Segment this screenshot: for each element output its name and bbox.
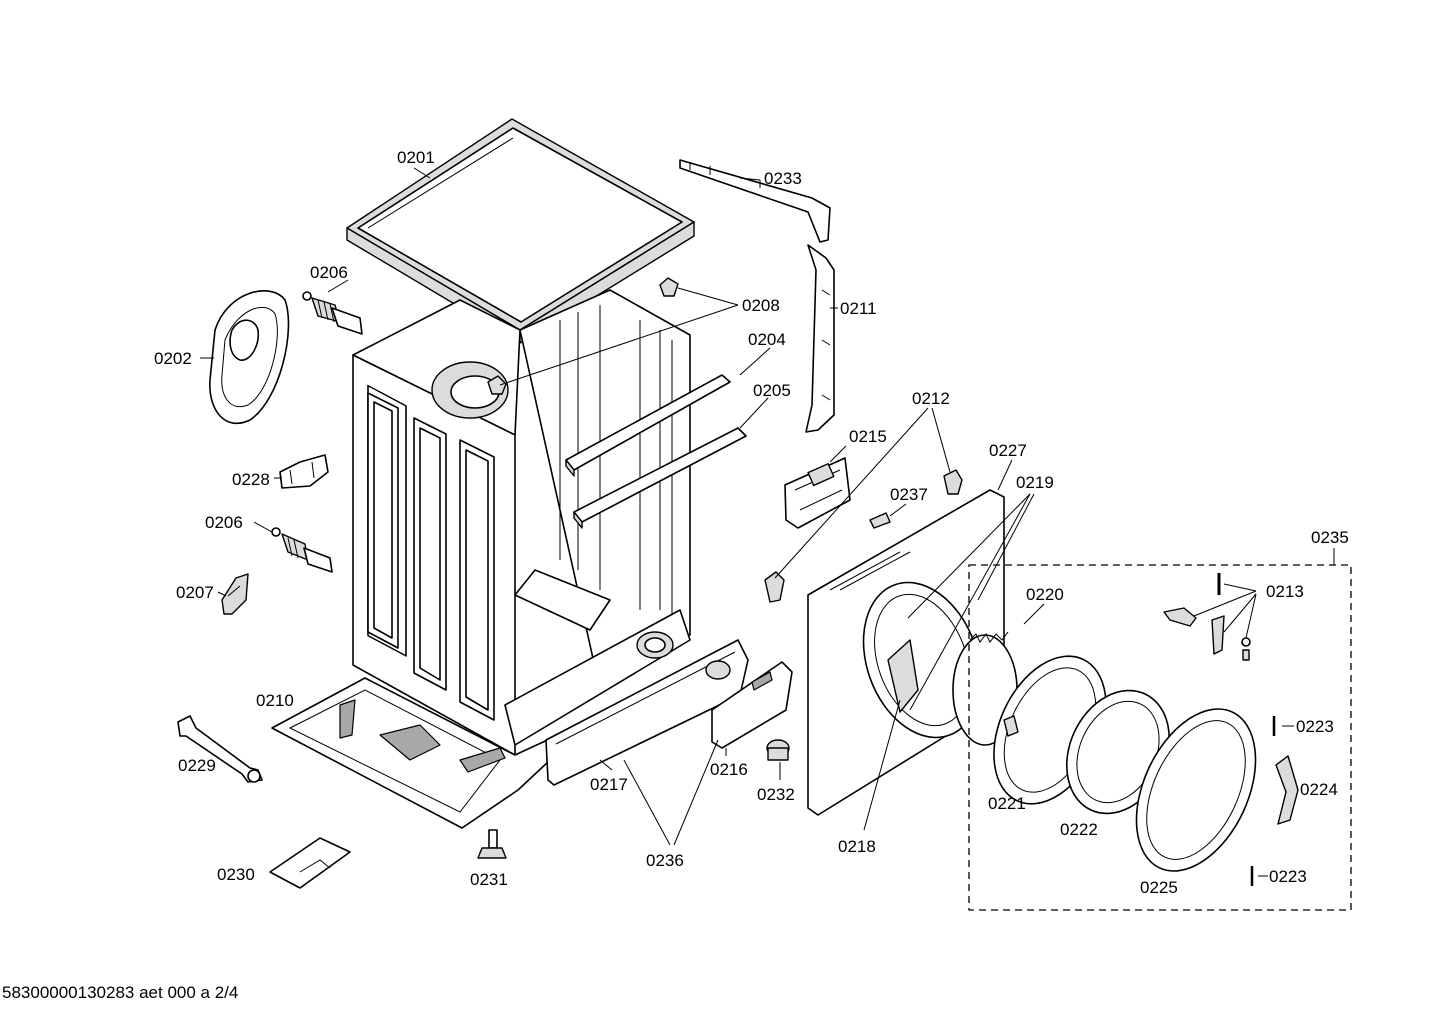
label-0222: 0222 xyxy=(1060,820,1098,839)
label-0207: 0207 xyxy=(176,583,214,602)
label-0230: 0230 xyxy=(217,865,255,884)
part-0232-foot xyxy=(766,739,790,761)
label-0218: 0218 xyxy=(838,837,876,856)
label-0223-upper: 0223 xyxy=(1296,717,1334,736)
label-0204: 0204 xyxy=(748,330,786,349)
part-0208-clip xyxy=(487,277,679,395)
part-0215-door-lock xyxy=(784,457,851,529)
part-0210-base-plate xyxy=(271,677,596,829)
part-0201-top-cover xyxy=(346,118,695,344)
part-0206-shock-absorber-top xyxy=(302,291,363,335)
part-0216-flap xyxy=(711,661,793,749)
document-code: 58300000130283 aet 000 a 2/4 xyxy=(2,983,238,1002)
label-0211: 0211 xyxy=(840,299,877,318)
label-0237: 0237 xyxy=(890,485,928,504)
cabinet-body xyxy=(352,289,691,756)
label-0206-top: 0206 xyxy=(310,263,348,282)
part-0211-bracket xyxy=(805,244,835,433)
part-0204-brace xyxy=(565,374,731,477)
callout-labels: 0201 0206 0202 0228 0206 0207 0210 0229 … xyxy=(154,148,1349,897)
part-0202-lid xyxy=(209,290,290,425)
part-0217-plinth-panel xyxy=(545,639,749,786)
label-0216: 0216 xyxy=(710,760,748,779)
label-0224: 0224 xyxy=(1300,780,1338,799)
label-0206-bottom: 0206 xyxy=(205,513,243,532)
part-0229-wrench xyxy=(177,715,263,783)
leader-lines xyxy=(200,167,1294,877)
part-0230-transport-bracket xyxy=(269,837,351,889)
label-0213: 0213 xyxy=(1266,582,1304,601)
label-0210: 0210 xyxy=(256,691,294,710)
label-0225: 0225 xyxy=(1140,878,1178,897)
label-0201: 0201 xyxy=(397,148,435,167)
part-0206-shock-absorber-bottom xyxy=(271,527,333,573)
label-0228: 0228 xyxy=(232,470,270,489)
label-0215: 0215 xyxy=(849,427,887,446)
label-0233: 0233 xyxy=(764,169,802,188)
label-0227: 0227 xyxy=(989,441,1027,460)
part-0233-rail xyxy=(679,159,831,243)
label-0229: 0229 xyxy=(178,756,216,775)
label-0217: 0217 xyxy=(590,775,628,794)
label-0212: 0212 xyxy=(912,389,950,408)
part-0205-brace xyxy=(573,427,747,529)
label-0223-lower: 0223 xyxy=(1269,867,1307,886)
label-0221: 0221 xyxy=(988,794,1026,813)
label-0219: 0219 xyxy=(1016,473,1054,492)
label-0202: 0202 xyxy=(154,349,192,368)
part-0228-clamp xyxy=(279,454,329,489)
label-0232: 0232 xyxy=(757,785,795,804)
label-0236: 0236 xyxy=(646,851,684,870)
part-0231-adjustable-foot xyxy=(477,829,507,859)
label-0231: 0231 xyxy=(470,870,508,889)
part-0212-hinge xyxy=(764,469,963,603)
part-0207-counterweight xyxy=(221,573,249,615)
label-0220: 0220 xyxy=(1026,585,1064,604)
part-0237-latch xyxy=(869,512,891,529)
label-0208: 0208 xyxy=(742,296,780,315)
door-assembly-0235 xyxy=(968,548,1352,911)
label-0205: 0205 xyxy=(753,381,791,400)
label-0235: 0235 xyxy=(1311,528,1349,547)
